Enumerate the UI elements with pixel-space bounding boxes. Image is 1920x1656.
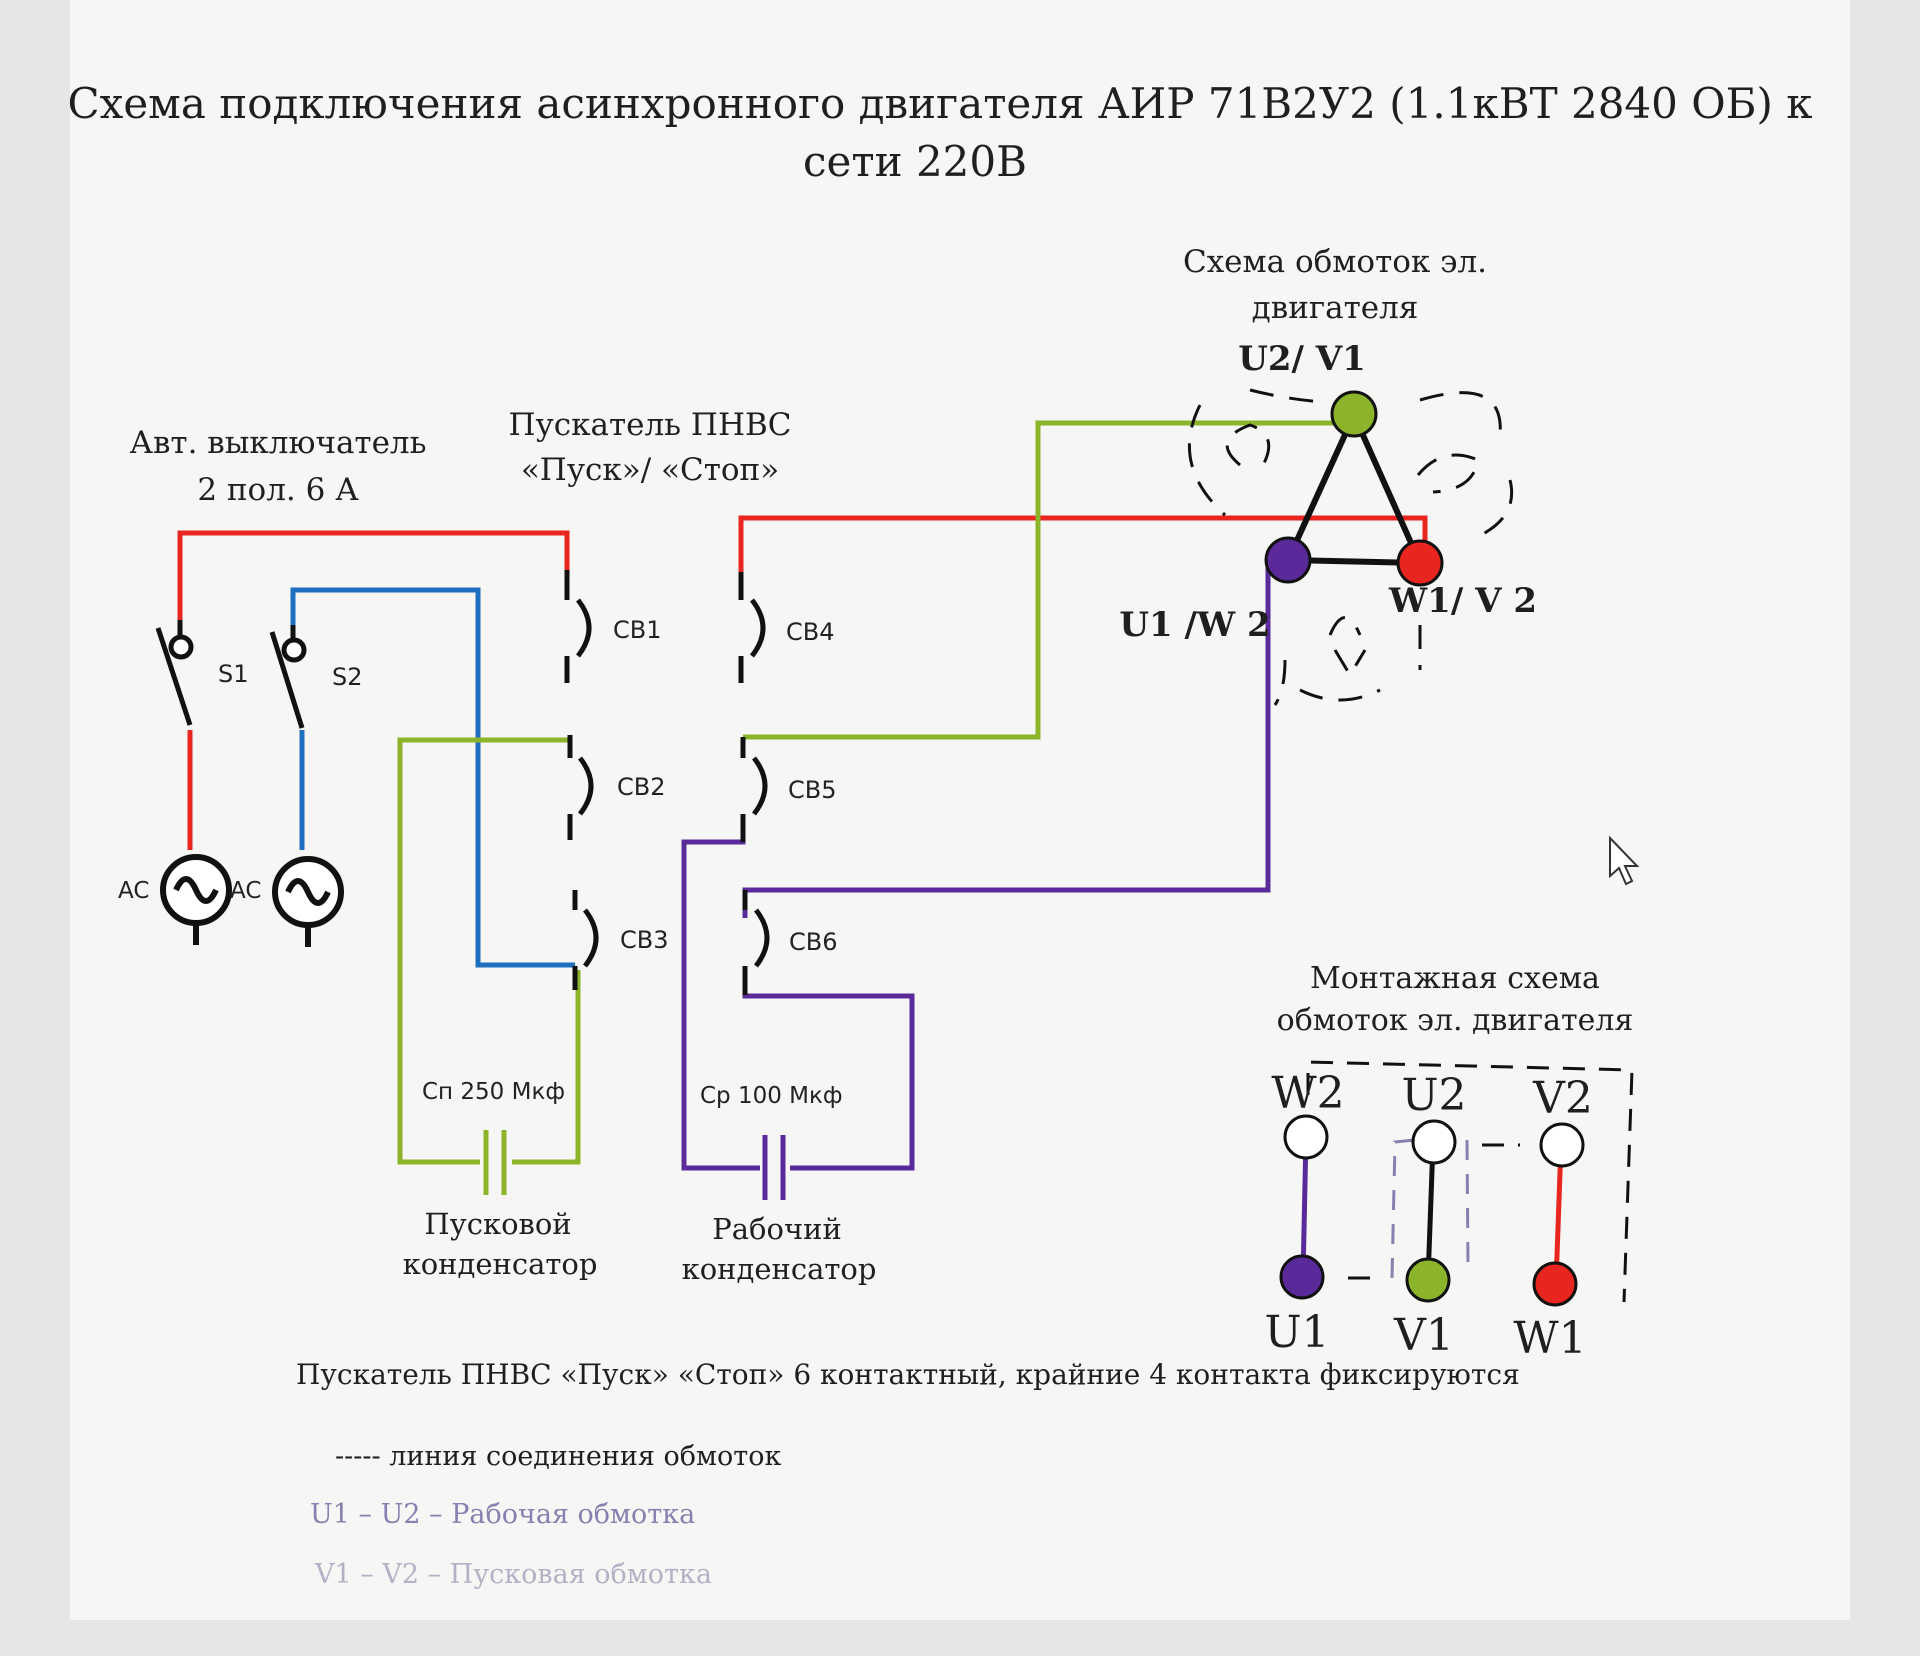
mounting-inner-right bbox=[1465, 1139, 1470, 1266]
s1-lever bbox=[155, 627, 193, 726]
cb2-label: CB2 bbox=[617, 773, 666, 801]
coil-left-inner bbox=[1225, 423, 1271, 468]
node-label-left: U1 /W 2 bbox=[1119, 605, 1270, 645]
note-work-winding: U1 – U2 – Рабочая обмотка bbox=[310, 1499, 695, 1530]
breaker-label-1: Авт. выключатель bbox=[129, 425, 426, 461]
mouse-cursor-icon bbox=[1609, 835, 1640, 886]
mounting-inner-left bbox=[1390, 1138, 1416, 1279]
starter-label-1: Пускатель ПНВС bbox=[509, 407, 792, 443]
run-capacitor-label-1: Рабочий bbox=[712, 1212, 842, 1246]
contact-cb1 bbox=[564, 570, 592, 683]
terminal-label-v1: V1 bbox=[1393, 1310, 1454, 1361]
starter-label-2: «Пуск»/ «Стоп» bbox=[521, 452, 779, 488]
title-line-2: сети 220В bbox=[803, 137, 1027, 186]
s2-label: S2 bbox=[332, 663, 363, 691]
node-w1-v2 bbox=[1396, 539, 1444, 587]
breaker-switches bbox=[155, 620, 307, 729]
terminal-w2 bbox=[1283, 1114, 1329, 1160]
s2-lever bbox=[269, 631, 305, 729]
mounting-frame-top bbox=[1306, 1060, 1634, 1303]
start-capacitor-label-1: Пусковой bbox=[424, 1207, 571, 1241]
contact-cb6 bbox=[742, 890, 770, 995]
mounting-dashed-frame bbox=[1306, 1060, 1634, 1303]
terminal-label-u1: U1 bbox=[1264, 1307, 1329, 1358]
ac-2-sine-icon bbox=[285, 878, 331, 906]
cb6-label: CB6 bbox=[789, 928, 838, 956]
mounting-scheme-label-2: обмоток эл. двигателя bbox=[1277, 1003, 1634, 1038]
terminal-v2 bbox=[1539, 1122, 1585, 1168]
note-dash-line: ----- линия соединения обмоток bbox=[335, 1441, 781, 1472]
winding-v2-w1 bbox=[1553, 1144, 1564, 1284]
note-start-winding: V1 – V2 – Пусковая обмотка bbox=[314, 1559, 712, 1590]
terminal-label-u2: U2 bbox=[1401, 1070, 1466, 1121]
winding-scheme-label-1: Схема обмоток эл. bbox=[1183, 244, 1487, 280]
note-starter: Пускатель ПНВС «Пуск» «Стоп» 6 контактны… bbox=[296, 1358, 1520, 1391]
coil-right-outer bbox=[1469, 479, 1514, 542]
delta-triangle bbox=[1283, 407, 1425, 567]
coil-left-outer bbox=[1187, 404, 1227, 517]
contact-cb5 bbox=[740, 737, 768, 842]
run-capacitor bbox=[762, 1135, 786, 1200]
mounting-dashed-inner bbox=[1390, 1138, 1470, 1279]
node-u2-v1 bbox=[1330, 390, 1378, 438]
mounting-windings bbox=[1300, 1136, 1564, 1284]
start-capacitor-value: Сп 250 Мкф bbox=[422, 1079, 565, 1105]
terminal-label-w1: W1 bbox=[1513, 1313, 1586, 1364]
cb1-label: CB1 bbox=[613, 616, 662, 644]
ac-sources bbox=[160, 854, 344, 947]
node-u1-w2 bbox=[1264, 536, 1312, 584]
breaker-label-2: 2 пол. 6 А bbox=[197, 472, 359, 508]
coil-left-top bbox=[1249, 388, 1326, 404]
delta-coil-marks bbox=[1187, 388, 1514, 706]
starter-contacts bbox=[564, 570, 770, 995]
terminal-label-v2: V2 bbox=[1532, 1073, 1593, 1124]
node-label-right: W1/ V 2 bbox=[1388, 581, 1537, 621]
node-label-top: U2/ V1 bbox=[1238, 339, 1366, 379]
terminal-label-w2: W2 bbox=[1271, 1068, 1344, 1119]
start-capacitor-label-2: конденсатор bbox=[403, 1247, 598, 1281]
terminal-u2 bbox=[1411, 1119, 1457, 1165]
start-capacitor bbox=[483, 1130, 507, 1195]
mounting-terminals bbox=[1279, 1114, 1585, 1307]
wire-red-1 bbox=[177, 530, 570, 620]
cb3-label: CB3 bbox=[620, 926, 669, 954]
terminal-v1 bbox=[1405, 1257, 1451, 1303]
wire-green-2 bbox=[512, 970, 581, 1165]
s1-pivot bbox=[168, 634, 194, 660]
run-capacitor-label-2: конденсатор bbox=[682, 1252, 877, 1286]
title-line-1: Схема подключения асинхронного двигателя… bbox=[68, 79, 1813, 128]
ac-2-label: AC bbox=[230, 878, 261, 904]
coil-bottom-inner bbox=[1328, 616, 1422, 678]
s1-label: S1 bbox=[218, 660, 249, 688]
terminal-u1 bbox=[1279, 1254, 1325, 1300]
wire-blue-1 bbox=[290, 587, 575, 968]
winding-scheme-label-2: двигателя bbox=[1252, 290, 1419, 326]
coil-right-inner bbox=[1416, 453, 1480, 494]
ac-1-label: AC bbox=[118, 878, 149, 904]
delta-nodes bbox=[1264, 390, 1444, 587]
contact-cb2 bbox=[567, 735, 594, 840]
delta-winding-triangle bbox=[1283, 407, 1425, 567]
wire-red-3 bbox=[738, 515, 1428, 572]
s2-pivot bbox=[281, 637, 307, 663]
coil-right-top bbox=[1419, 391, 1502, 436]
paper-sheet bbox=[70, 0, 1850, 1620]
coil-bottom bbox=[1273, 659, 1381, 706]
run-capacitor-value: Ср 100 Мкф bbox=[700, 1083, 843, 1109]
cb4-label: CB4 bbox=[786, 618, 835, 646]
mounting-scheme-label-1: Монтажная схема bbox=[1310, 961, 1600, 996]
winding-w2-u1 bbox=[1300, 1136, 1309, 1278]
contact-cb3 bbox=[572, 890, 599, 990]
ac-1-sine-icon bbox=[173, 876, 219, 904]
terminal-w1 bbox=[1532, 1261, 1578, 1307]
cb5-label: CB5 bbox=[788, 776, 837, 804]
contact-cb4 bbox=[738, 572, 766, 683]
winding-u2-v1 bbox=[1425, 1142, 1436, 1281]
